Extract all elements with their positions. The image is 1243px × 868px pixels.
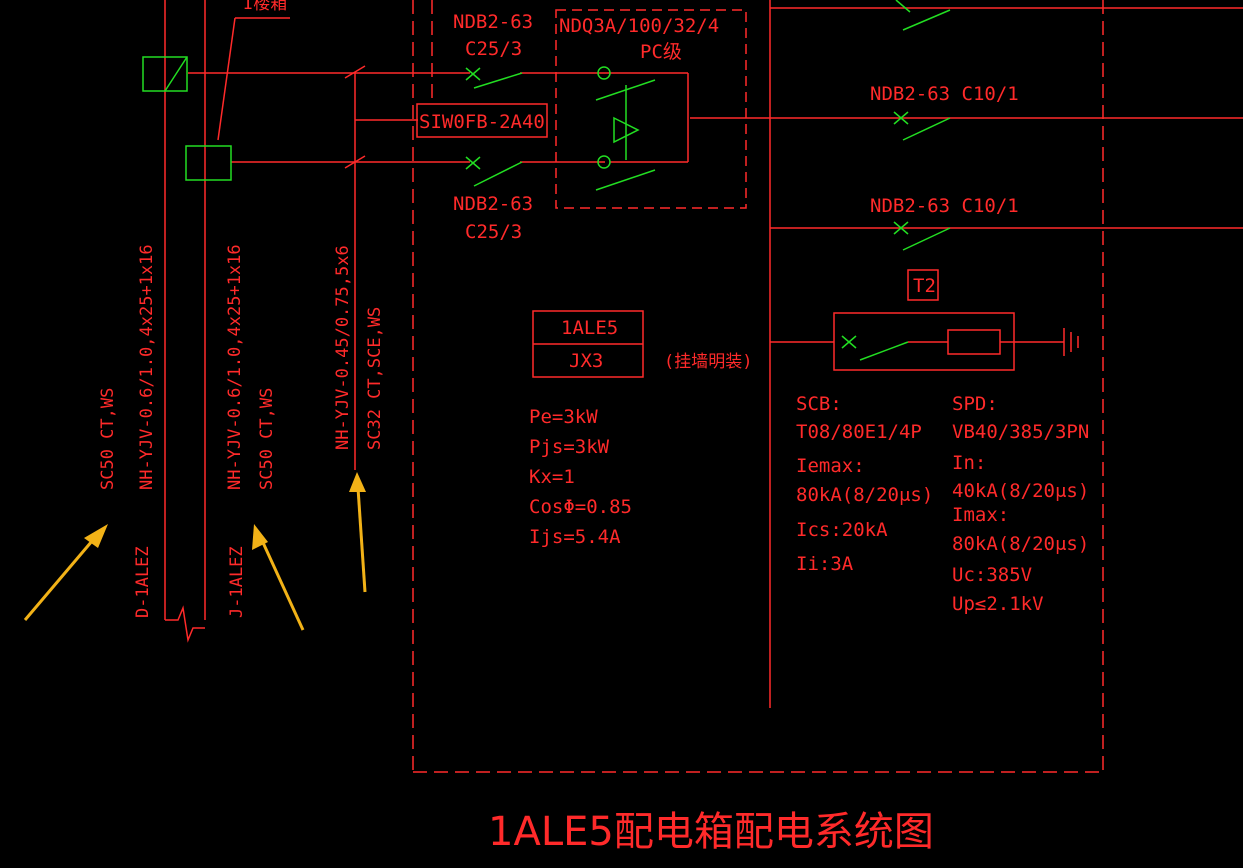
spd-line-0: SPD:: [952, 393, 998, 415]
panel-id: 1ALE5: [561, 317, 618, 339]
annotation-arrows: [23, 472, 367, 631]
control-cable-conduit: SC32 CT,SCE,WS: [365, 307, 385, 450]
cable2-source: J-1ALEZ: [227, 546, 247, 618]
spd-line-5: 80kA(8/20μs): [952, 533, 1089, 555]
spd-line-7: Up≤2.1kV: [952, 593, 1044, 615]
param-kx: Kx=1: [529, 466, 575, 488]
param-cos: CosΦ=0.85: [529, 496, 632, 518]
ats-grade: PC级: [640, 41, 682, 63]
cable1-conduit: SC50 CT,WS: [98, 388, 118, 490]
panel-boundary: [412, 0, 1104, 773]
top-clip-label: I楼箱: [243, 0, 287, 14]
drawing-title: 1ALE5配电箱配电系统图: [488, 809, 934, 855]
control-module-label: SIW0FB-2A40: [419, 111, 545, 133]
param-pjs: Pjs=3kW: [529, 436, 610, 458]
feeder-2-label: NDB2-63 C10/1: [870, 195, 1019, 217]
spd-line-4: Imax:: [952, 504, 1009, 526]
breaker-bottom-rating: C25/3: [465, 221, 522, 243]
breaker-bottom-model: NDB2-63: [453, 193, 533, 215]
control-cable-spec: NH-YJV-0.45/0.75,5x6: [333, 245, 353, 450]
spd-line-3: 40kA(8/20μs): [952, 480, 1089, 502]
spd-branch: [833, 269, 1079, 371]
spd-tag: T2: [913, 275, 936, 297]
panel-tag-box: [532, 310, 644, 378]
scb-line-3: 80kA(8/20μs): [796, 484, 933, 506]
spd-line-1: VB40/385/3PN: [952, 421, 1089, 443]
outgoing-bus: [769, 0, 1243, 708]
scb-line-1: T08/80E1/4P: [796, 421, 922, 443]
cable1-source: D-1ALEZ: [133, 546, 153, 618]
scb-line-2: Iemax:: [796, 455, 865, 477]
breaker-top-rating: C25/3: [465, 38, 522, 60]
feeder-breaker-symbols: [893, 0, 951, 251]
incoming-wires: [188, 65, 770, 169]
ats-enclosure: [555, 9, 747, 209]
feeder-1-label: NDB2-63 C10/1: [870, 83, 1019, 105]
panel-mount-note: (挂墙明装): [664, 352, 752, 372]
panel-code: JX3: [569, 350, 603, 372]
scb-line-0: SCB:: [796, 393, 842, 415]
spd-line-6: Uc:385V: [952, 564, 1032, 586]
terminal-box-2: [185, 145, 232, 181]
ats-model: NDQ3A/100/32/4: [559, 15, 719, 37]
spd-line-2: In:: [952, 452, 986, 474]
cable2-conduit: SC50 CT,WS: [257, 388, 277, 490]
breaker-top-model: NDB2-63: [453, 11, 533, 33]
scb-line-5: Ii:3A: [796, 553, 854, 575]
cable2-spec: NH-YJV-0.6/1.0,4x25+1x16: [225, 244, 245, 490]
control-module-box: [416, 103, 548, 138]
riser-lines: [164, 0, 356, 643]
scb-line-4: Ics:20kA: [796, 519, 888, 541]
cable1-spec: NH-YJV-0.6/1.0,4x25+1x16: [137, 244, 157, 490]
incoming-breaker-symbols: [465, 66, 656, 191]
param-pe: Pe=3kW: [529, 406, 598, 428]
param-ijs: Ijs=5.4A: [529, 526, 621, 548]
